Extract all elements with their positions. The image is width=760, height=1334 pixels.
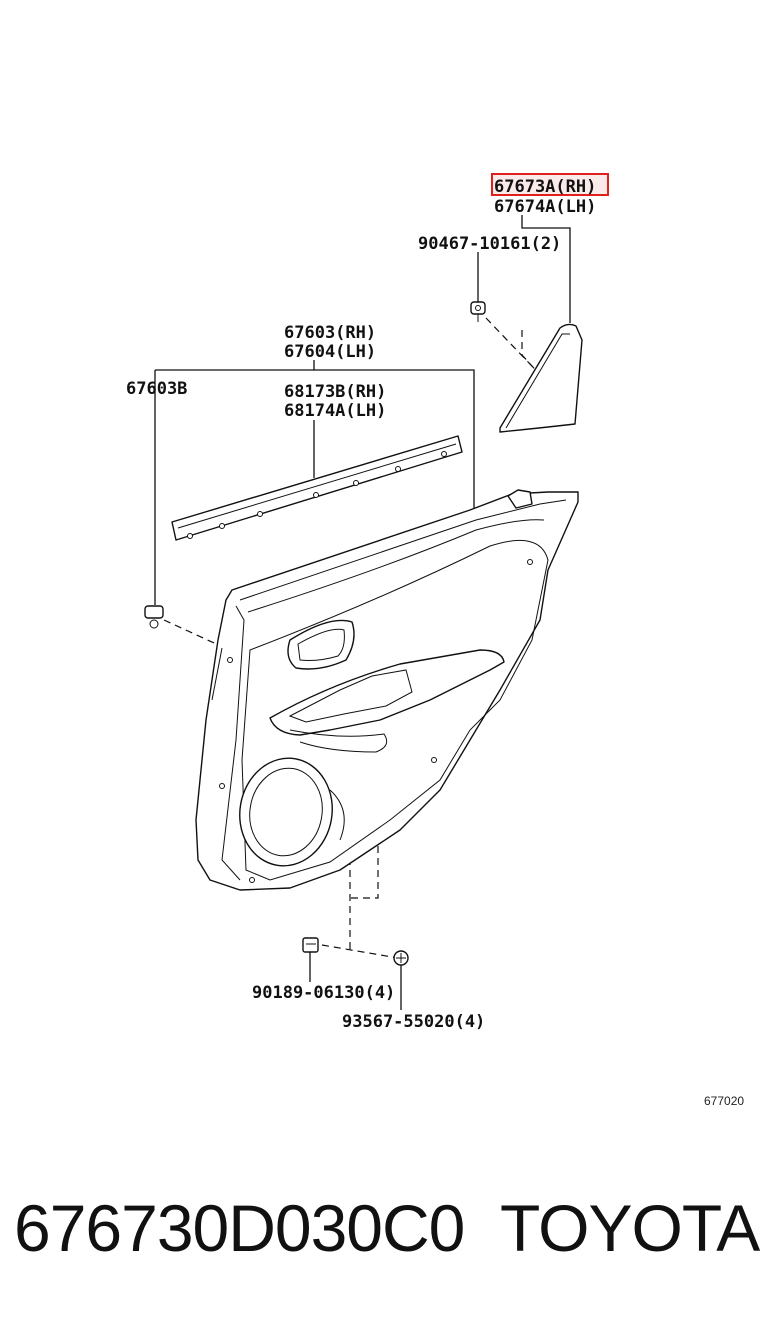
- label-67673A[interactable]: 67673A(RH): [494, 177, 596, 197]
- clip-90189-icon: [302, 937, 319, 953]
- leader-lines: [154, 215, 571, 1010]
- footer-brand: TOYOTA: [500, 1191, 760, 1265]
- label-67603[interactable]: 67603(RH): [284, 323, 376, 343]
- screw-93567-icon: [393, 950, 409, 966]
- clip-90467-icon: [470, 301, 486, 322]
- label-93567[interactable]: 93567-55020(4): [342, 1012, 485, 1032]
- weatherstrip-part: [171, 435, 463, 541]
- label-90467[interactable]: 90467-10161(2): [418, 234, 561, 254]
- label-68174A[interactable]: 68174A(LH): [284, 401, 386, 421]
- label-90189[interactable]: 90189-06130(4): [252, 983, 395, 1003]
- footer-part-number: 676730D030C0: [14, 1191, 465, 1265]
- highlight-box: [491, 173, 609, 196]
- label-67674A[interactable]: 67674A(LH): [494, 197, 596, 217]
- footer: 676730D030C0 TOYOTA: [0, 1190, 760, 1280]
- corner-garnish-part: [499, 323, 583, 433]
- label-67604[interactable]: 67604(LH): [284, 342, 376, 362]
- door-trim-board-part: [195, 489, 579, 891]
- figure-code: 677020: [704, 1094, 744, 1108]
- label-68173B[interactable]: 68173B(RH): [284, 382, 386, 402]
- clip-67603B-icon: [144, 605, 164, 629]
- label-67603B[interactable]: 67603B: [126, 379, 187, 399]
